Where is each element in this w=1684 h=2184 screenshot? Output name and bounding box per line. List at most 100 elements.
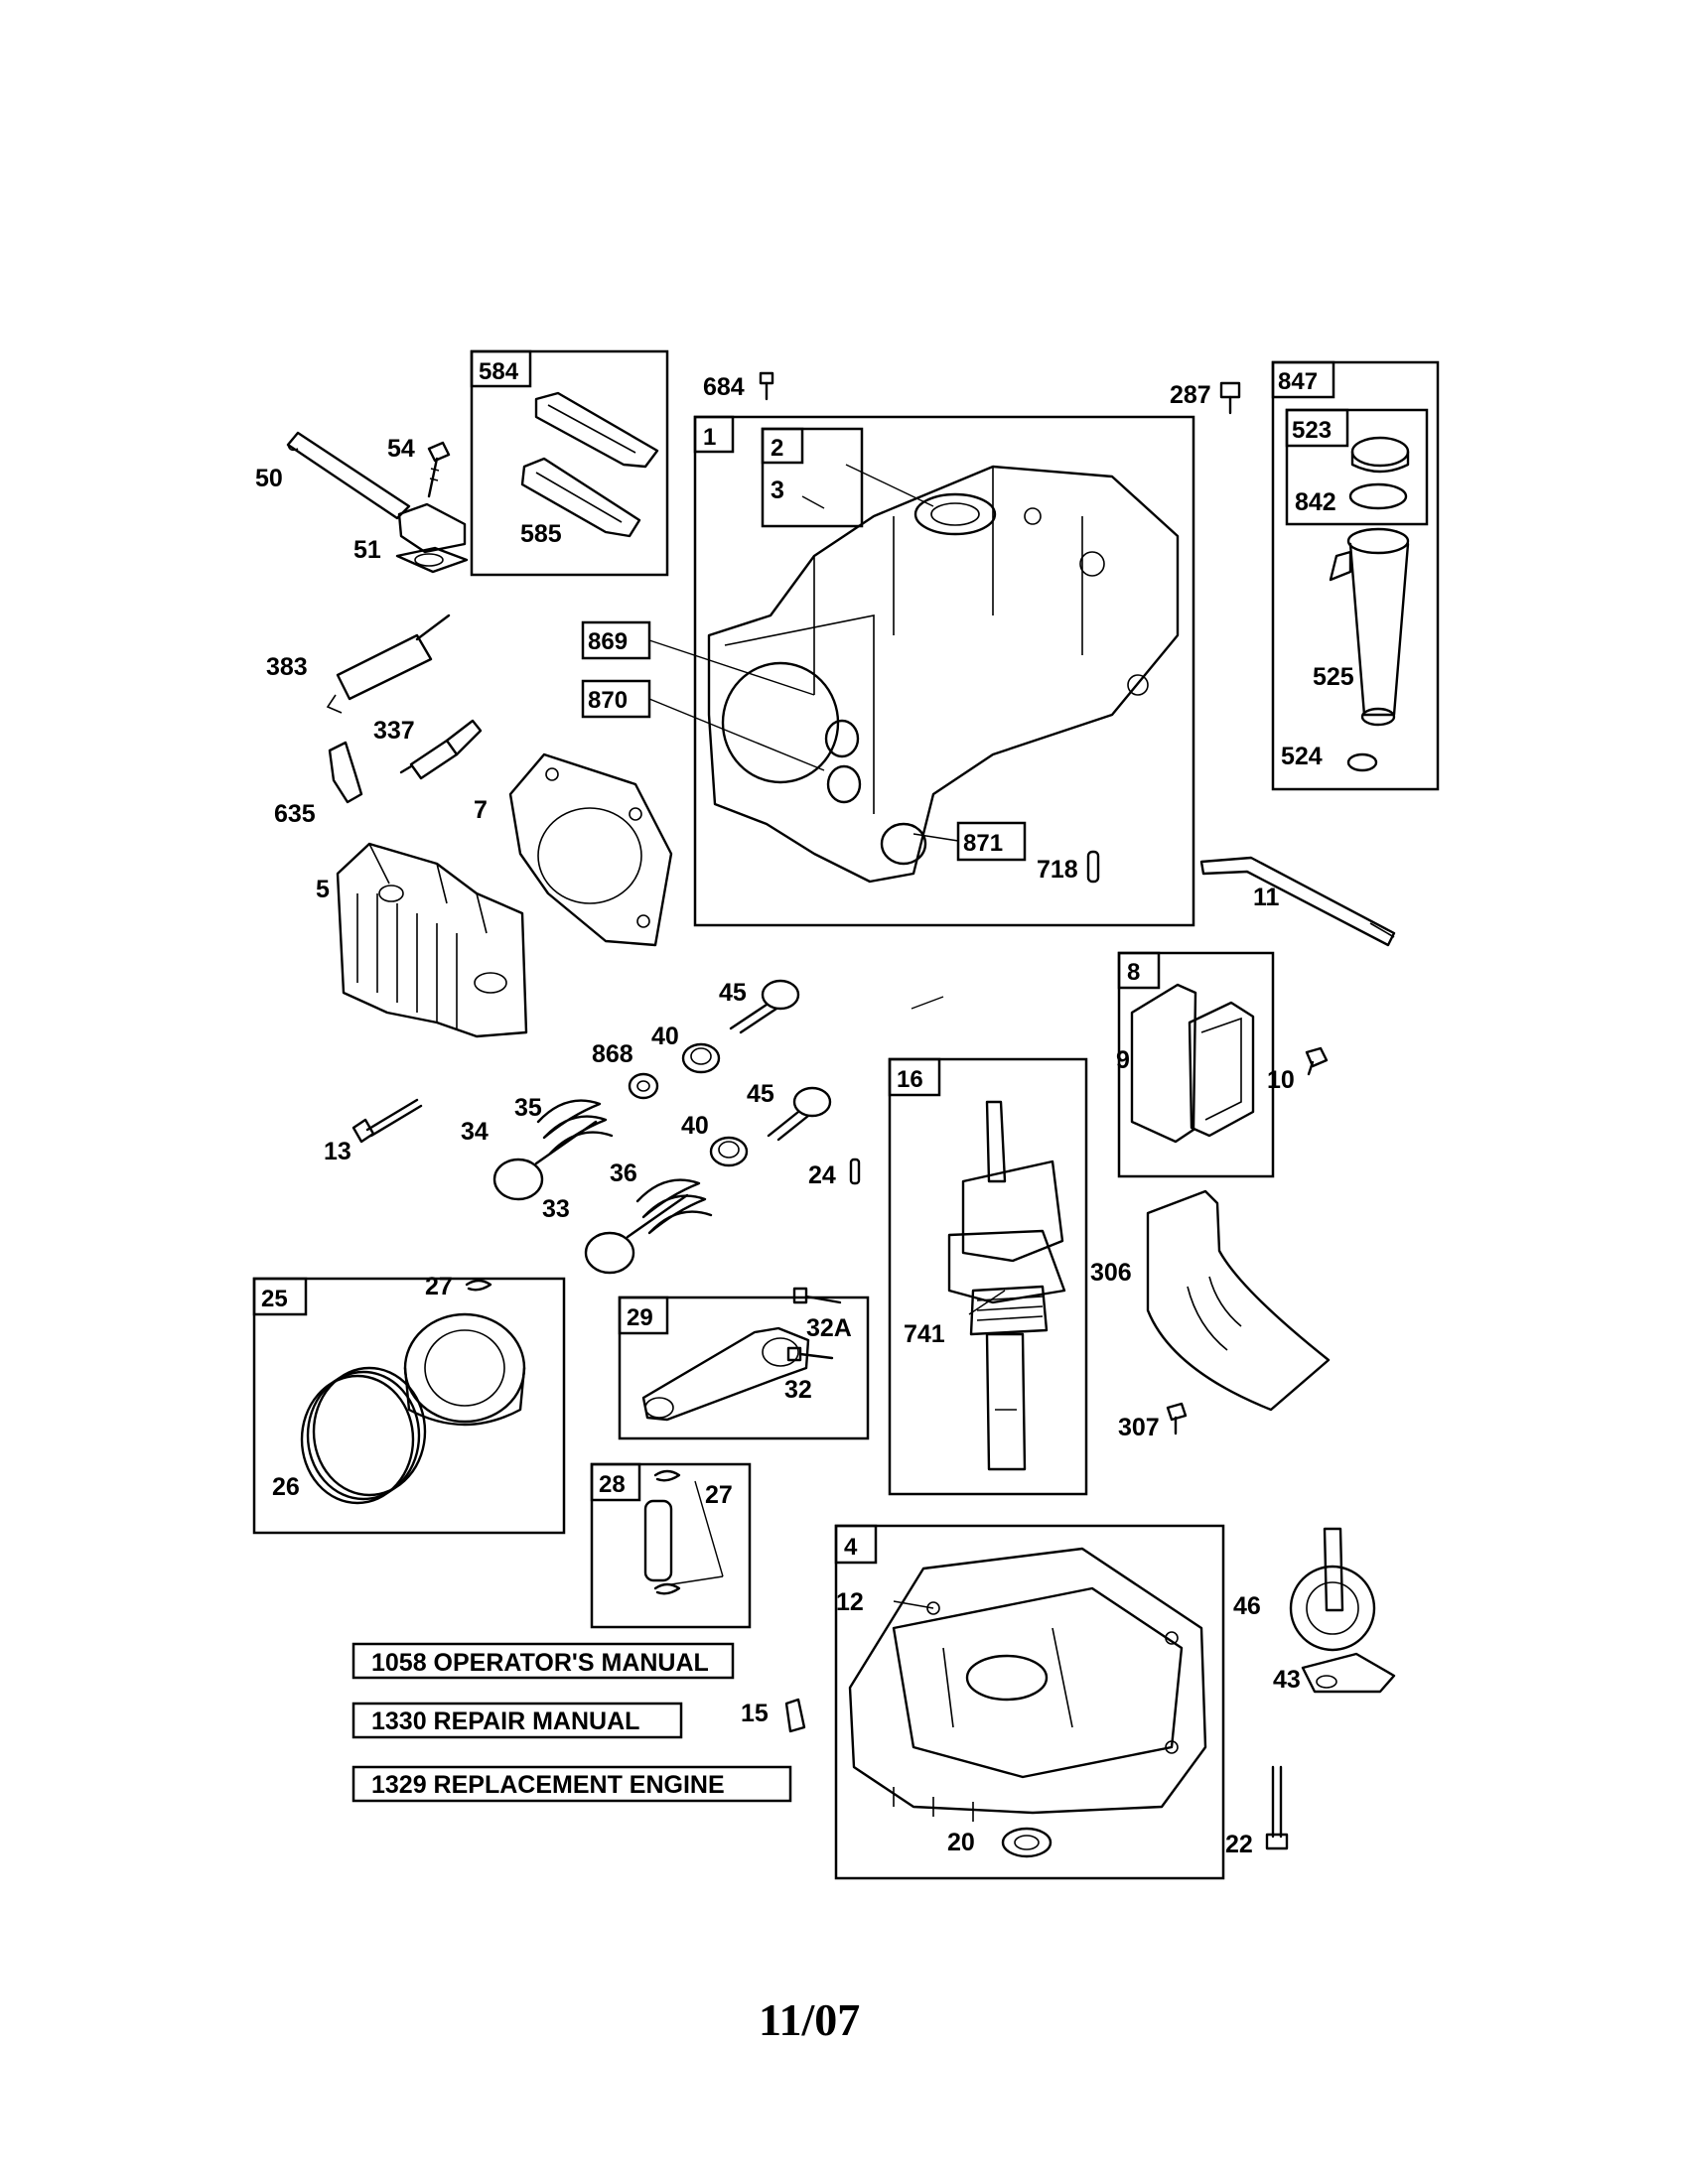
governor-arm-43 [1301, 1652, 1396, 1694]
retainers-27-lower [653, 1469, 681, 1595]
piston-rings-26 [300, 1366, 427, 1505]
callout-26: 26 [272, 1473, 300, 1501]
box-tag-labels: 584 1 2 847 523 869 870 871 8 16 25 29 2… [261, 358, 1332, 1561]
tag-28: 28 [599, 1471, 626, 1498]
valve-spring-35 [492, 1099, 614, 1201]
tag-8: 8 [1127, 959, 1140, 986]
callout-3: 3 [771, 477, 784, 504]
callout-307: 307 [1118, 1414, 1160, 1441]
document-list: 1058 OPERATOR'S MANUAL 1330 REPAIR MANUA… [351, 1642, 792, 1803]
tag-2: 2 [771, 435, 783, 462]
tag-869: 869 [588, 628, 628, 655]
governor-gear-46 [1289, 1527, 1376, 1652]
replacement-engine-box [351, 1765, 792, 1803]
cylinder-block-1 [707, 465, 1180, 884]
valve-guide-40-upper [681, 1042, 721, 1074]
block-1-tag [693, 415, 735, 454]
spark-plug-337 [399, 719, 483, 780]
cylinder-head-5 [336, 842, 528, 1038]
sump-4 [848, 1547, 1207, 1822]
callout-524: 524 [1281, 743, 1323, 770]
callout-54: 54 [387, 435, 415, 463]
head-gasket-7 [508, 752, 673, 947]
rocker-cover-kit-8 [1130, 983, 1255, 1144]
sump-4-tag [834, 1524, 878, 1565]
callout-32: 32 [784, 1376, 812, 1404]
crankshaft-741 [947, 1100, 1066, 1471]
cap-523-tag [1285, 408, 1349, 448]
callout-9: 9 [1116, 1046, 1130, 1074]
dowel-718 [1086, 850, 1100, 884]
pin-28-tag [590, 1462, 641, 1502]
callout-36: 36 [610, 1160, 637, 1187]
callout-741: 741 [904, 1320, 945, 1348]
valve-45-lower [767, 1086, 832, 1142]
callout-50: 50 [255, 465, 283, 492]
callout-27-lower: 27 [705, 1481, 733, 1509]
tube-847-tag [1271, 360, 1335, 399]
callout-20: 20 [947, 1829, 975, 1856]
tag-871: 871 [963, 830, 1003, 857]
valve-45-upper [729, 979, 800, 1034]
kit-2-tag [761, 427, 804, 465]
callout-27-upper: 27 [425, 1273, 453, 1300]
cap-523-frame [1285, 408, 1429, 526]
callout-718: 718 [1037, 856, 1078, 884]
callout-337: 337 [373, 717, 415, 745]
rod-29-frame [618, 1296, 870, 1440]
tag-847: 847 [1278, 368, 1318, 395]
seal-871-box [956, 821, 1027, 862]
callout-5: 5 [316, 876, 330, 903]
kit-2-frame [761, 427, 864, 528]
pin-24 [849, 1158, 861, 1185]
gaskets-585 [520, 391, 659, 538]
callout-12: 12 [836, 1588, 864, 1616]
callout-842: 842 [1295, 488, 1336, 516]
callout-525: 525 [1313, 663, 1354, 691]
piston-25 [403, 1312, 526, 1427]
bolt-13 [351, 1098, 423, 1144]
callout-7: 7 [474, 796, 488, 824]
repair-manual-text: 1330 REPAIR MANUAL [371, 1707, 639, 1735]
sump-4-frame [834, 1524, 1225, 1880]
screw-684-icon [759, 371, 774, 401]
kit-584-tag [470, 349, 532, 388]
block-1-frame [693, 415, 1195, 927]
tube-847-frame [1271, 360, 1440, 791]
callout-868: 868 [592, 1040, 633, 1068]
tag-523: 523 [1292, 417, 1332, 444]
plug-15 [784, 1698, 806, 1733]
callout-32A: 32A [806, 1314, 852, 1342]
revision-date: 11/07 [759, 1994, 860, 2045]
repair-manual-box [351, 1702, 683, 1739]
spark-plug-boot-635 [328, 741, 363, 804]
callout-43: 43 [1273, 1666, 1301, 1694]
tag-29: 29 [627, 1304, 653, 1331]
gasket-51 [395, 546, 469, 574]
crankshaft-16-frame [888, 1057, 1088, 1496]
tag-870: 870 [588, 687, 628, 714]
callout-45-lower: 45 [747, 1080, 774, 1108]
callout-306: 306 [1090, 1259, 1132, 1287]
bolt-32 [786, 1346, 834, 1362]
callout-51: 51 [353, 536, 381, 564]
tag-25: 25 [261, 1286, 288, 1312]
bolt-32A [792, 1287, 842, 1304]
breather-tube-50 [286, 431, 467, 554]
callout-22: 22 [1225, 1831, 1253, 1858]
piston-25-frame [252, 1277, 566, 1535]
connecting-rod-29 [641, 1326, 810, 1422]
tag-4: 4 [844, 1534, 858, 1561]
screw-54 [427, 441, 451, 498]
kit-584-frame [470, 349, 669, 577]
pin-28-frame [590, 1462, 752, 1629]
crankshaft-16-tag [888, 1057, 941, 1097]
callout-585: 585 [520, 520, 562, 548]
callout-13: 13 [324, 1138, 351, 1165]
callout-33: 33 [542, 1195, 570, 1223]
screw-307 [1166, 1402, 1188, 1435]
callout-46: 46 [1233, 1592, 1261, 1620]
callout-24: 24 [808, 1161, 836, 1189]
leader-lines [648, 464, 1006, 1609]
